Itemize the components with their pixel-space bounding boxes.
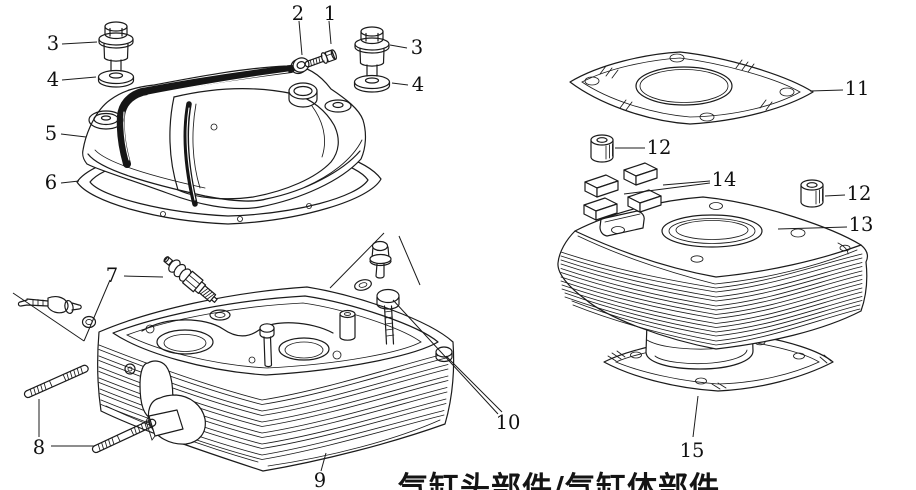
cylinder-bore [661, 214, 763, 248]
cushion-block [627, 189, 662, 213]
leader-line-13 [777, 226, 848, 230]
callout-number-14: 14 [712, 168, 737, 191]
callout-number-5: 5 [45, 122, 57, 145]
callout-number-2: 2 [292, 2, 304, 25]
spark-plug-well [209, 309, 231, 321]
callout-number-8: 8 [33, 436, 45, 459]
leader-line-11 [809, 89, 844, 92]
spark-plug [163, 256, 218, 303]
cylinder-block [557, 196, 868, 350]
diagram-caption: 气缸头部件/气缸体部件 [398, 471, 720, 490]
bolt-washer [290, 57, 310, 75]
cushion-blocks [583, 162, 662, 221]
leader-line-12-lower [824, 194, 846, 197]
callout-number-13: 13 [849, 213, 874, 236]
callout-number-12-lower: 12 [847, 182, 872, 205]
tappet-adjuster [17, 296, 82, 315]
small-bolt-and-washer [290, 49, 337, 75]
dowel-pin-upper [590, 134, 614, 163]
callout-number-9: 9 [314, 469, 326, 490]
leader-line-10 [392, 299, 503, 415]
cover-bolt-recess-right [324, 99, 352, 113]
tappet-adjuster-breakout [12, 279, 111, 342]
dowel-pin-lower [800, 179, 824, 208]
callout-number-4-right: 4 [412, 73, 424, 96]
cushion-block [623, 162, 658, 186]
callout-number-3-left: 3 [47, 32, 59, 55]
leader-line-4-right [391, 82, 409, 86]
callout-number-10: 10 [496, 411, 521, 434]
cover-bolt-recess-left [88, 110, 124, 130]
adjuster-washer [354, 279, 372, 291]
valve-adjuster-breakout [329, 232, 421, 291]
leader-line-6 [60, 180, 80, 184]
callout-number-3-right: 3 [411, 36, 423, 59]
leader-line-4-left [61, 76, 97, 81]
stud-bolt-upper [22, 363, 90, 400]
valve-guide-tower [339, 309, 356, 341]
leader-line-14 [623, 180, 711, 195]
sealing-bolt-left [97, 21, 135, 88]
leader-line-1 [328, 20, 332, 45]
leader-line-5 [60, 133, 87, 138]
cylinder-head [97, 286, 455, 472]
leader-line-2 [298, 20, 303, 56]
cam-chain-hole [124, 363, 136, 375]
cover-rib-band [116, 65, 295, 168]
cylinder-head-gasket [569, 51, 814, 125]
callout-number-6: 6 [45, 171, 57, 194]
valve-pocket-right [278, 337, 330, 361]
cushion-block [583, 197, 618, 221]
leader-line-3-left [61, 41, 98, 45]
callout-number-1: 1 [324, 2, 336, 25]
valve-adjuster [369, 240, 392, 279]
callout-number-7: 7 [106, 264, 118, 287]
oil-filler-cap [288, 82, 318, 108]
callouts: 1 2 3 4 3 4 5 6 7 8 9 10 11 12 12 13 14 [33, 2, 874, 490]
leader-line-8 [38, 399, 94, 447]
head-center-bolt [259, 323, 275, 368]
cylinder-cooling-fins [560, 251, 863, 346]
leader-line-7 [123, 275, 164, 278]
callout-number-15: 15 [680, 439, 705, 462]
leader-line-15 [692, 395, 699, 438]
callout-number-12-upper: 12 [647, 136, 672, 159]
leader-line-9 [320, 452, 327, 472]
valve-cover [82, 65, 367, 210]
callout-number-4-left: 4 [47, 68, 59, 91]
leader-line-3-right [389, 44, 408, 49]
head-corner-bolt [435, 346, 453, 363]
cushion-block [584, 174, 619, 198]
stud-boss [148, 409, 184, 437]
callout-number-11: 11 [845, 77, 870, 100]
small-bolt [304, 49, 337, 68]
o-ring [81, 315, 97, 329]
valve-pocket-left [156, 329, 214, 355]
sealing-bolt-right [353, 26, 391, 93]
